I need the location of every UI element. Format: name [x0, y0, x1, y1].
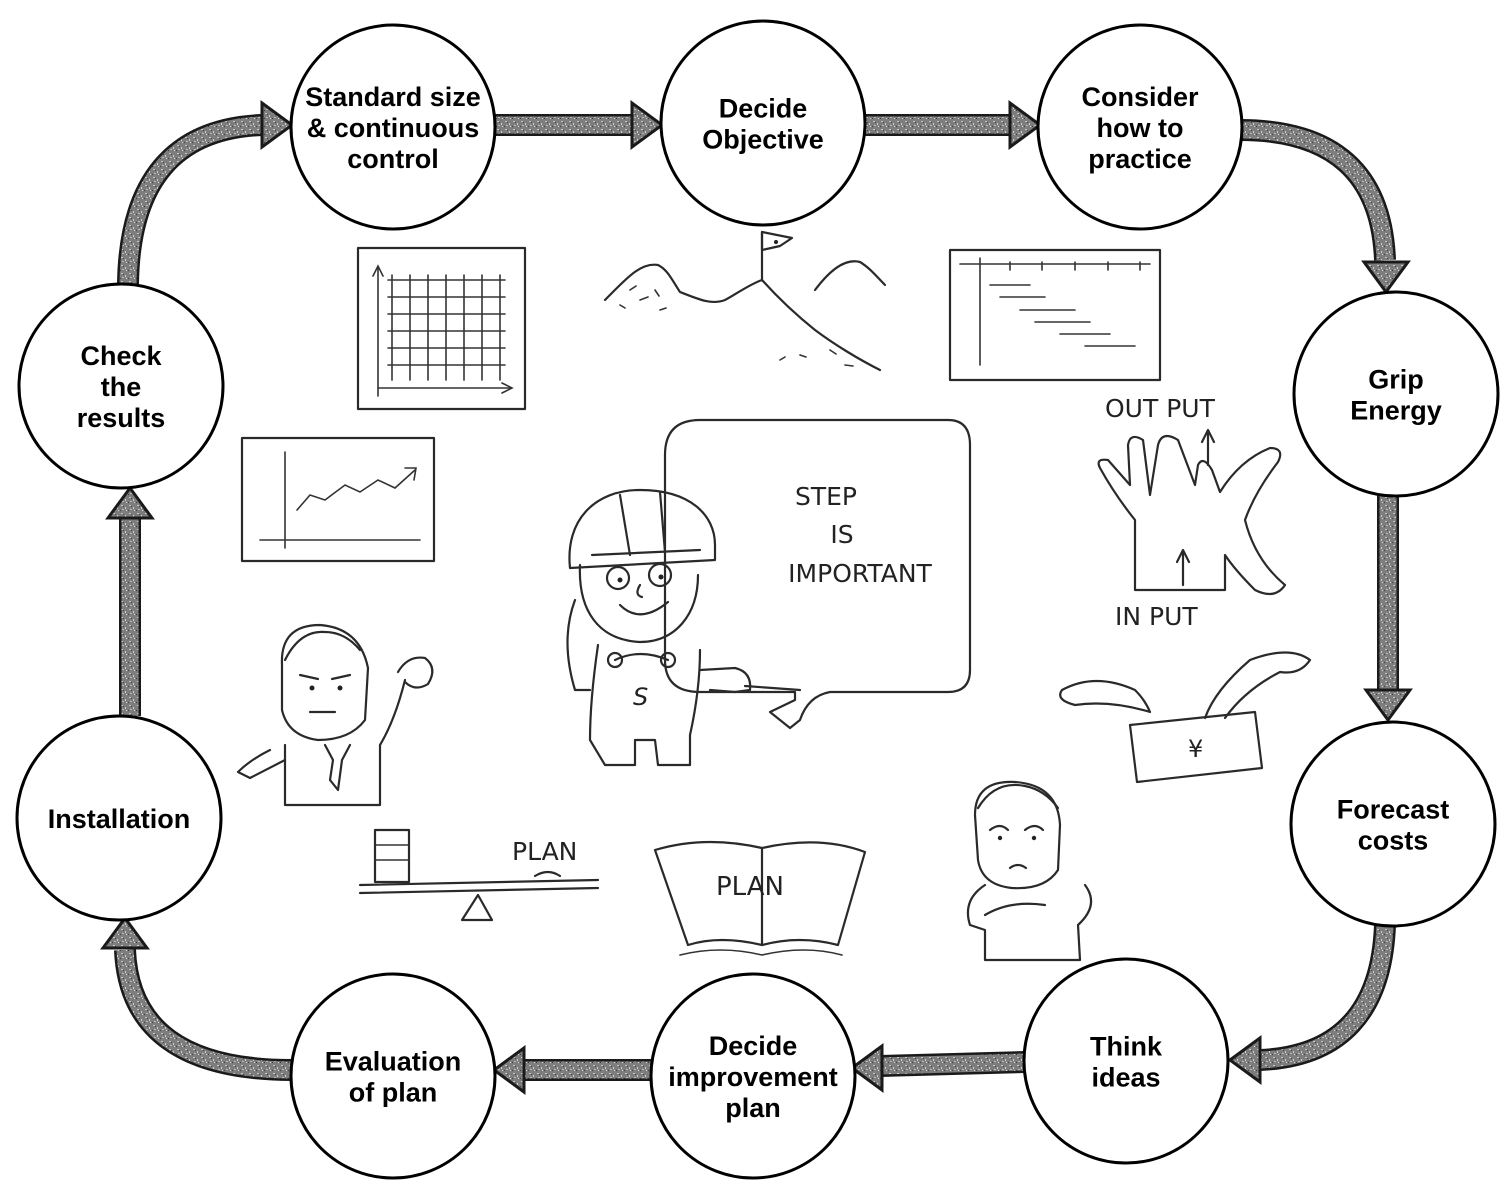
arrowhead-improvement [849, 1043, 884, 1093]
gantt-chart-icon [948, 248, 1162, 382]
step-label-line: Decide [719, 94, 808, 124]
step-circle [289, 972, 497, 1180]
arrowhead-forecast [1363, 688, 1413, 723]
arrowhead-installation [100, 915, 150, 950]
flow-arrows [100, 100, 1413, 1095]
step-label-line: practice [1088, 144, 1192, 174]
center-illustrations: STEP IS IMPORTANT S OUT PUT [236, 230, 1312, 962]
step-label-line: control [347, 144, 439, 174]
step-label-line: Decide [709, 1031, 798, 1061]
step-label-line: Grip [1368, 365, 1424, 395]
plan-book-icon: PLAN [653, 840, 867, 956]
step-circles: Standard size& continuouscontrolDecideOb… [15, 19, 1500, 1180]
step-label-line: results [77, 403, 166, 433]
arrowhead-consider [1008, 100, 1043, 150]
step-label-line: how to [1097, 113, 1184, 143]
balance-scale-icon: PLAN [358, 828, 600, 922]
speech-bubble: STEP IS IMPORTANT [663, 418, 972, 730]
step-installation: Installation [15, 714, 223, 922]
step-circle [1289, 720, 1497, 928]
arrow-forecast-to-think [1259, 924, 1394, 1069]
input-output-hand-icon: OUT PUT IN PUT [1097, 394, 1287, 631]
step-label-line: Standard size [305, 82, 481, 112]
arrowhead-check [105, 485, 155, 520]
thinking-man-icon [966, 780, 1093, 962]
step-label-line: Installation [48, 804, 191, 834]
input-label: IN PUT [1115, 602, 1198, 631]
step-circle [17, 282, 225, 490]
step-label-line: plan [725, 1093, 781, 1123]
arrow-evaluation-to-installation [116, 949, 293, 1079]
arrowhead-objective [630, 100, 665, 150]
step-label-line: Consider [1081, 82, 1199, 112]
step-label-line: costs [1358, 826, 1429, 856]
speech-line-2: IS [830, 520, 853, 549]
step-label-line: Evaluation [325, 1047, 462, 1077]
money-symbol: ¥ [1188, 735, 1203, 763]
step-label-line: ideas [1091, 1063, 1160, 1093]
step-label-line: Energy [1350, 396, 1442, 426]
arrowhead-evaluation [491, 1045, 526, 1095]
step-label-line: Think [1090, 1032, 1163, 1062]
output-label: OUT PUT [1105, 394, 1216, 423]
step-circle [1292, 290, 1500, 498]
mascot-letter: S [633, 683, 648, 711]
step-label-line: Objective [702, 125, 824, 155]
determined-man-icon [236, 623, 434, 807]
mascot-hardhat-character: S [566, 488, 802, 767]
scale-plan-label: PLAN [512, 837, 577, 866]
arrow-think-to-improvement [879, 1053, 1026, 1075]
step-label-line: & continuous [307, 113, 479, 143]
step-label-line: Forecast [1337, 795, 1450, 825]
step-label-line: improvement [668, 1062, 838, 1092]
rising-trend-chart-icon [240, 436, 436, 563]
grid-chart-icon [356, 246, 527, 411]
step-circle [659, 19, 867, 227]
step-circle [15, 714, 223, 922]
arrowhead-grip [1361, 260, 1411, 295]
step-label-line: Check [80, 341, 162, 371]
step-circle [1022, 957, 1230, 1165]
mountain-flag-icon [603, 230, 887, 372]
arrow-check-to-standard [119, 116, 263, 285]
step-circle [289, 23, 497, 231]
step-label-line: of plan [349, 1078, 438, 1108]
arrowhead-think [1227, 1035, 1262, 1085]
step-circle [649, 972, 857, 1180]
step-label-line: the [101, 372, 142, 402]
speech-line-3: IMPORTANT [788, 559, 932, 588]
arrow-consider-to-grip [1239, 121, 1394, 261]
book-plan-label: PLAN [716, 872, 784, 902]
step-circle [1036, 23, 1244, 231]
money-envelope-icon: ¥ [1059, 651, 1312, 784]
speech-line-1: STEP [795, 482, 857, 511]
arrowhead-standard [260, 100, 295, 150]
